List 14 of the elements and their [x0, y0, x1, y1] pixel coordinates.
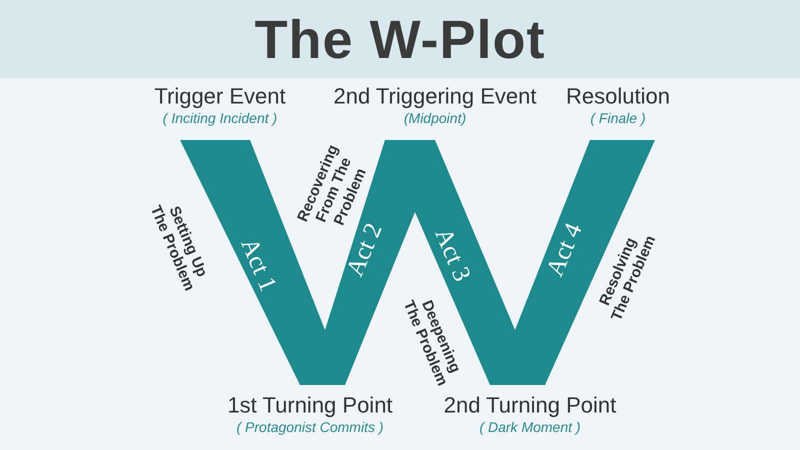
plot-point-subtitle: ( Finale ): [590, 110, 646, 126]
act-label: Act 4: [541, 219, 589, 281]
plot-point-label: Resolution: [566, 83, 670, 109]
title-text: The W-Plot: [254, 9, 546, 71]
plot-point-label: 2nd Triggering Event: [333, 83, 537, 109]
act-label: Act 1: [234, 234, 282, 296]
plot-point-subtitle: ( Inciting Incident ): [162, 110, 278, 126]
plot-point-label: Trigger Event: [154, 83, 286, 109]
plot-point-subtitle: ( Protagonist Commits ): [236, 418, 384, 436]
plot-point-subtitle: (Midpoint): [404, 110, 466, 126]
plot-point-subtitle: ( Dark Moment ): [479, 418, 581, 436]
plot-point-label: 2nd Turning Point: [444, 392, 616, 418]
plot-point-label: 1st Turning Point: [227, 392, 393, 418]
act-label: Act 3: [428, 224, 476, 286]
